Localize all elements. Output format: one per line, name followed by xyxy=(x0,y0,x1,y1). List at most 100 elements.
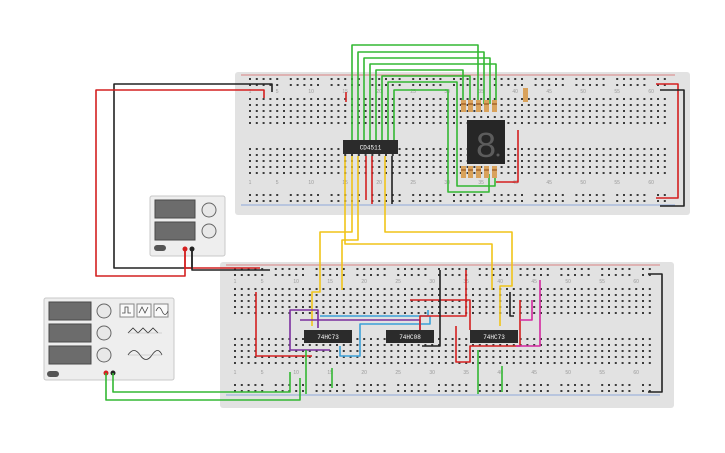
breadboard-hole[interactable] xyxy=(628,350,631,352)
breadboard-hole[interactable] xyxy=(527,148,530,150)
breadboard-hole[interactable] xyxy=(555,154,557,156)
breadboard-hole[interactable] xyxy=(507,116,510,118)
breadboard-hole[interactable] xyxy=(507,160,510,162)
breadboard-hole[interactable] xyxy=(499,268,502,270)
breadboard-hole[interactable] xyxy=(623,154,625,156)
breadboard-hole[interactable] xyxy=(432,166,435,168)
breadboard-hole[interactable] xyxy=(580,300,583,302)
breadboard-hole[interactable] xyxy=(629,172,632,174)
breadboard-hole[interactable] xyxy=(453,116,455,118)
breadboard-hole[interactable] xyxy=(534,200,537,202)
breadboard-hole[interactable] xyxy=(295,288,298,290)
breadboard-hole[interactable] xyxy=(370,294,372,296)
breadboard-hole[interactable] xyxy=(512,344,515,346)
breadboard-hole[interactable] xyxy=(317,148,319,150)
breadboard-hole[interactable] xyxy=(453,194,455,196)
breadboard-hole[interactable] xyxy=(458,356,461,358)
breadboard-hole[interactable] xyxy=(432,78,435,80)
breadboard-hole[interactable] xyxy=(322,356,325,358)
breadboard-hole[interactable] xyxy=(629,148,632,150)
breadboard-hole[interactable] xyxy=(390,294,393,296)
breadboard-hole[interactable] xyxy=(308,362,311,364)
breadboard-hole[interactable] xyxy=(512,362,515,364)
breadboard-hole[interactable] xyxy=(458,350,461,352)
breadboard-hole[interactable] xyxy=(642,338,644,340)
resistor[interactable] xyxy=(461,100,466,112)
breadboard-hole[interactable] xyxy=(296,78,299,80)
breadboard-hole[interactable] xyxy=(315,268,318,270)
breadboard-hole[interactable] xyxy=(274,300,277,302)
breadboard-hole[interactable] xyxy=(595,160,598,162)
breadboard-hole[interactable] xyxy=(663,98,666,100)
breadboard-hole[interactable] xyxy=(391,98,394,100)
breadboard-hole[interactable] xyxy=(453,172,455,174)
breadboard-hole[interactable] xyxy=(438,344,440,346)
breadboard-hole[interactable] xyxy=(247,356,250,358)
breadboard-hole[interactable] xyxy=(492,362,495,364)
breadboard-hole[interactable] xyxy=(234,390,236,392)
breadboard-hole[interactable] xyxy=(261,288,264,290)
breadboard-hole[interactable] xyxy=(370,300,372,302)
breadboard-hole[interactable] xyxy=(303,110,306,112)
breadboard-hole[interactable] xyxy=(276,148,279,150)
breadboard-hole[interactable] xyxy=(521,122,523,124)
breadboard-hole[interactable] xyxy=(458,274,461,276)
breadboard-hole[interactable] xyxy=(302,362,304,364)
breadboard-hole[interactable] xyxy=(240,350,243,352)
breadboard-hole[interactable] xyxy=(349,306,352,308)
breadboard-hole[interactable] xyxy=(296,172,299,174)
breadboard-hole[interactable] xyxy=(648,362,651,364)
breadboard-hole[interactable] xyxy=(234,294,236,296)
breadboard-hole[interactable] xyxy=(404,300,406,302)
breadboard-hole[interactable] xyxy=(582,154,585,156)
breadboard-hole[interactable] xyxy=(561,84,564,86)
breadboard-hole[interactable] xyxy=(589,84,591,86)
breadboard-hole[interactable] xyxy=(560,288,563,290)
breadboard-hole[interactable] xyxy=(602,148,605,150)
breadboard-hole[interactable] xyxy=(255,116,258,118)
breadboard-hole[interactable] xyxy=(567,350,570,352)
breadboard-hole[interactable] xyxy=(473,78,476,80)
breadboard-hole[interactable] xyxy=(465,384,468,386)
breadboard-hole[interactable] xyxy=(268,338,270,340)
breadboard-hole[interactable] xyxy=(608,362,610,364)
breadboard-hole[interactable] xyxy=(485,306,488,308)
breadboard-hole[interactable] xyxy=(621,274,624,276)
breadboard-hole[interactable] xyxy=(349,312,352,314)
breadboard-hole[interactable] xyxy=(608,338,610,340)
breadboard-hole[interactable] xyxy=(322,350,325,352)
breadboard-hole[interactable] xyxy=(424,274,427,276)
breadboard-hole[interactable] xyxy=(276,116,279,118)
breadboard-hole[interactable] xyxy=(595,154,598,156)
breadboard-hole[interactable] xyxy=(274,274,277,276)
breadboard-hole[interactable] xyxy=(499,362,502,364)
breadboard-hole[interactable] xyxy=(383,312,386,314)
breadboard-hole[interactable] xyxy=(438,356,440,358)
breadboard-hole[interactable] xyxy=(526,384,529,386)
breadboard-hole[interactable] xyxy=(472,362,474,364)
breadboard-hole[interactable] xyxy=(480,116,483,118)
breadboard-hole[interactable] xyxy=(492,390,495,392)
breadboard-hole[interactable] xyxy=(376,306,379,308)
breadboard-hole[interactable] xyxy=(635,294,638,296)
breadboard-hole[interactable] xyxy=(417,274,420,276)
breadboard-hole[interactable] xyxy=(249,98,251,100)
breadboard-hole[interactable] xyxy=(444,356,447,358)
knob-icon[interactable] xyxy=(96,325,112,341)
breadboard-hole[interactable] xyxy=(574,362,576,364)
breadboard-hole[interactable] xyxy=(643,154,646,156)
breadboard-hole[interactable] xyxy=(548,172,551,174)
breadboard-hole[interactable] xyxy=(466,110,469,112)
breadboard-hole[interactable] xyxy=(268,350,270,352)
breadboard-hole[interactable] xyxy=(548,104,551,106)
breadboard-hole[interactable] xyxy=(521,104,523,106)
breadboard-hole[interactable] xyxy=(480,110,483,112)
breadboard-hole[interactable] xyxy=(561,160,564,162)
breadboard-hole[interactable] xyxy=(506,268,508,270)
breadboard-hole[interactable] xyxy=(601,384,604,386)
breadboard-hole[interactable] xyxy=(595,78,598,80)
breadboard-hole[interactable] xyxy=(663,104,666,106)
breadboard-hole[interactable] xyxy=(642,356,644,358)
breadboard-hole[interactable] xyxy=(548,166,551,168)
breadboard-hole[interactable] xyxy=(602,194,605,196)
